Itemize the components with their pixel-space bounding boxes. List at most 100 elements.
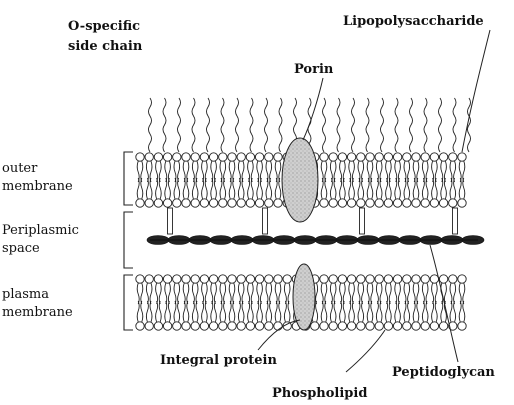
plasma-lipid-bottom-tail bbox=[220, 301, 222, 322]
plasma-lipid-top-tail bbox=[251, 283, 253, 304]
outer-lipid-top-head bbox=[439, 153, 447, 161]
outer-lipid-bottom-head bbox=[375, 199, 383, 207]
plasma-lipid-top-head bbox=[154, 275, 162, 283]
plasma-lipid-top-tail bbox=[450, 283, 452, 304]
plasma-lipid-bottom-tail bbox=[214, 301, 216, 322]
plasma-lipid-top-head bbox=[237, 275, 245, 283]
peptidoglycan-layer bbox=[147, 236, 484, 245]
connector-link bbox=[360, 208, 365, 234]
plasma-lipid-bottom-tail bbox=[187, 301, 189, 322]
plasma-lipid-bottom-tail bbox=[450, 301, 452, 322]
plasma-lipid-top-head bbox=[375, 275, 383, 283]
plasma-lipid-top-tail bbox=[242, 283, 244, 304]
porin-protein bbox=[282, 138, 318, 222]
plasma-lipid-top-tail bbox=[248, 283, 250, 304]
plasma-lipid-bottom-tail bbox=[334, 301, 336, 322]
outer-lipid-top-head bbox=[173, 153, 181, 161]
outer-lipid-bottom-head bbox=[439, 199, 447, 207]
plasma-lipid-top-tail bbox=[386, 283, 388, 304]
plasma-lipid-bottom-tail bbox=[371, 301, 373, 322]
outer-lipid-bottom-head bbox=[136, 199, 144, 207]
outer-lipid-bottom-head bbox=[255, 199, 263, 207]
side-chain bbox=[410, 98, 413, 152]
plasma-lipid-bottom-tail bbox=[441, 301, 443, 322]
outer-lipid-top-head bbox=[393, 153, 401, 161]
plasma-lipid-bottom-head bbox=[274, 322, 282, 330]
lipopolysaccharide-leader-line bbox=[462, 30, 490, 152]
plasma-lipid-bottom-tail bbox=[288, 301, 290, 322]
outer-membrane-brace bbox=[124, 152, 133, 205]
plasma-lipid-top-tail bbox=[395, 283, 397, 304]
side-chain bbox=[439, 98, 442, 152]
plasma-lipid-top-tail bbox=[183, 283, 185, 304]
outer-lipid-bottom-head bbox=[228, 199, 236, 207]
plasma-membrane-label-line2: membrane bbox=[2, 305, 73, 320]
lipopolysaccharide-label: Lipopolysaccharide bbox=[343, 14, 484, 29]
plasma-lipid-top-head bbox=[136, 275, 144, 283]
plasma-lipid-bottom-tail bbox=[229, 301, 231, 322]
plasma-lipid-top-tail bbox=[279, 283, 281, 304]
plasma-lipid-bottom-tail bbox=[178, 301, 180, 322]
plasma-lipid-top-tail bbox=[238, 283, 240, 304]
side-chain bbox=[221, 98, 224, 152]
outer-lipid-top-head bbox=[136, 153, 144, 161]
side-chain bbox=[395, 98, 398, 152]
plasma-lipid-bottom-head bbox=[329, 322, 337, 330]
plasma-lipid-top-tail bbox=[343, 283, 345, 304]
outer-lipid-top-head bbox=[421, 153, 429, 161]
plasma-lipid-top-tail bbox=[389, 283, 391, 304]
plasma-lipid-top-tail bbox=[284, 283, 286, 304]
outer-lipid-top-head bbox=[449, 153, 457, 161]
plasma-lipid-top-head bbox=[219, 275, 227, 283]
plasma-lipid-top-tail bbox=[321, 283, 323, 304]
outer-lipid-top-head bbox=[384, 153, 392, 161]
plasma-lipid-bottom-tail bbox=[395, 301, 397, 322]
plasma-lipid-bottom-head bbox=[375, 322, 383, 330]
plasma-lipid-top-tail bbox=[156, 283, 158, 304]
plasma-lipid-top-tail bbox=[174, 283, 176, 304]
outer-lipid-top-head bbox=[366, 153, 374, 161]
outer-lipid-bottom-head bbox=[219, 199, 227, 207]
plasma-lipid-top-tail bbox=[349, 283, 351, 304]
plasma-lipid-top-head bbox=[320, 275, 328, 283]
plasma-lipid-top-tail bbox=[266, 283, 268, 304]
plasma-lipid-top-tail bbox=[270, 283, 272, 304]
plasma-lipid-top-head bbox=[246, 275, 254, 283]
outer-lipid-top-head bbox=[329, 153, 337, 161]
outer-lipid-bottom-head bbox=[163, 199, 171, 207]
plasma-lipid-bottom-head bbox=[265, 322, 273, 330]
outer-lipid-top-head bbox=[255, 153, 263, 161]
outer-lipid-top-head bbox=[320, 153, 328, 161]
outer-lipid-top-head bbox=[154, 153, 162, 161]
plasma-lipid-bottom-tail bbox=[202, 301, 204, 322]
plasma-lipid-bottom-head bbox=[136, 322, 144, 330]
outer-lipid-bottom-head bbox=[338, 199, 346, 207]
outer-lipid-bottom-head bbox=[366, 199, 374, 207]
plasma-lipid-top-tail bbox=[376, 283, 378, 304]
plasma-lipid-bottom-tail bbox=[386, 301, 388, 322]
plasma-lipid-bottom-head bbox=[154, 322, 162, 330]
plasma-lipid-top-tail bbox=[196, 283, 198, 304]
plasma-lipid-top-tail bbox=[220, 283, 222, 304]
plasma-lipid-bottom-tail bbox=[284, 301, 286, 322]
plasma-lipid-top-tail bbox=[325, 283, 327, 304]
plasma-lipid-bottom-tail bbox=[159, 301, 161, 322]
plasma-lipid-top-head bbox=[421, 275, 429, 283]
plasma-lipid-top-head bbox=[191, 275, 199, 283]
plasma-lipid-top-tail bbox=[214, 283, 216, 304]
plasma-lipid-top-tail bbox=[398, 283, 400, 304]
plasma-membrane-brace bbox=[124, 275, 133, 330]
outer-lipid-top-head bbox=[237, 153, 245, 161]
plasma-lipid-bottom-tail bbox=[150, 301, 152, 322]
plasma-lipid-bottom-tail bbox=[343, 301, 345, 322]
side-chain bbox=[352, 98, 355, 152]
plasma-lipid-top-head bbox=[338, 275, 346, 283]
plasma-lipid-bottom-tail bbox=[183, 301, 185, 322]
plasma-lipid-bottom-head bbox=[182, 322, 190, 330]
plasma-lipid-bottom-head bbox=[200, 322, 208, 330]
side-chain bbox=[279, 98, 282, 152]
plasma-lipid-bottom-tail bbox=[376, 301, 378, 322]
plasma-lipid-bottom-tail bbox=[463, 301, 465, 322]
plasma-lipid-bottom-tail bbox=[426, 301, 428, 322]
plasma-lipid-bottom-tail bbox=[321, 301, 323, 322]
